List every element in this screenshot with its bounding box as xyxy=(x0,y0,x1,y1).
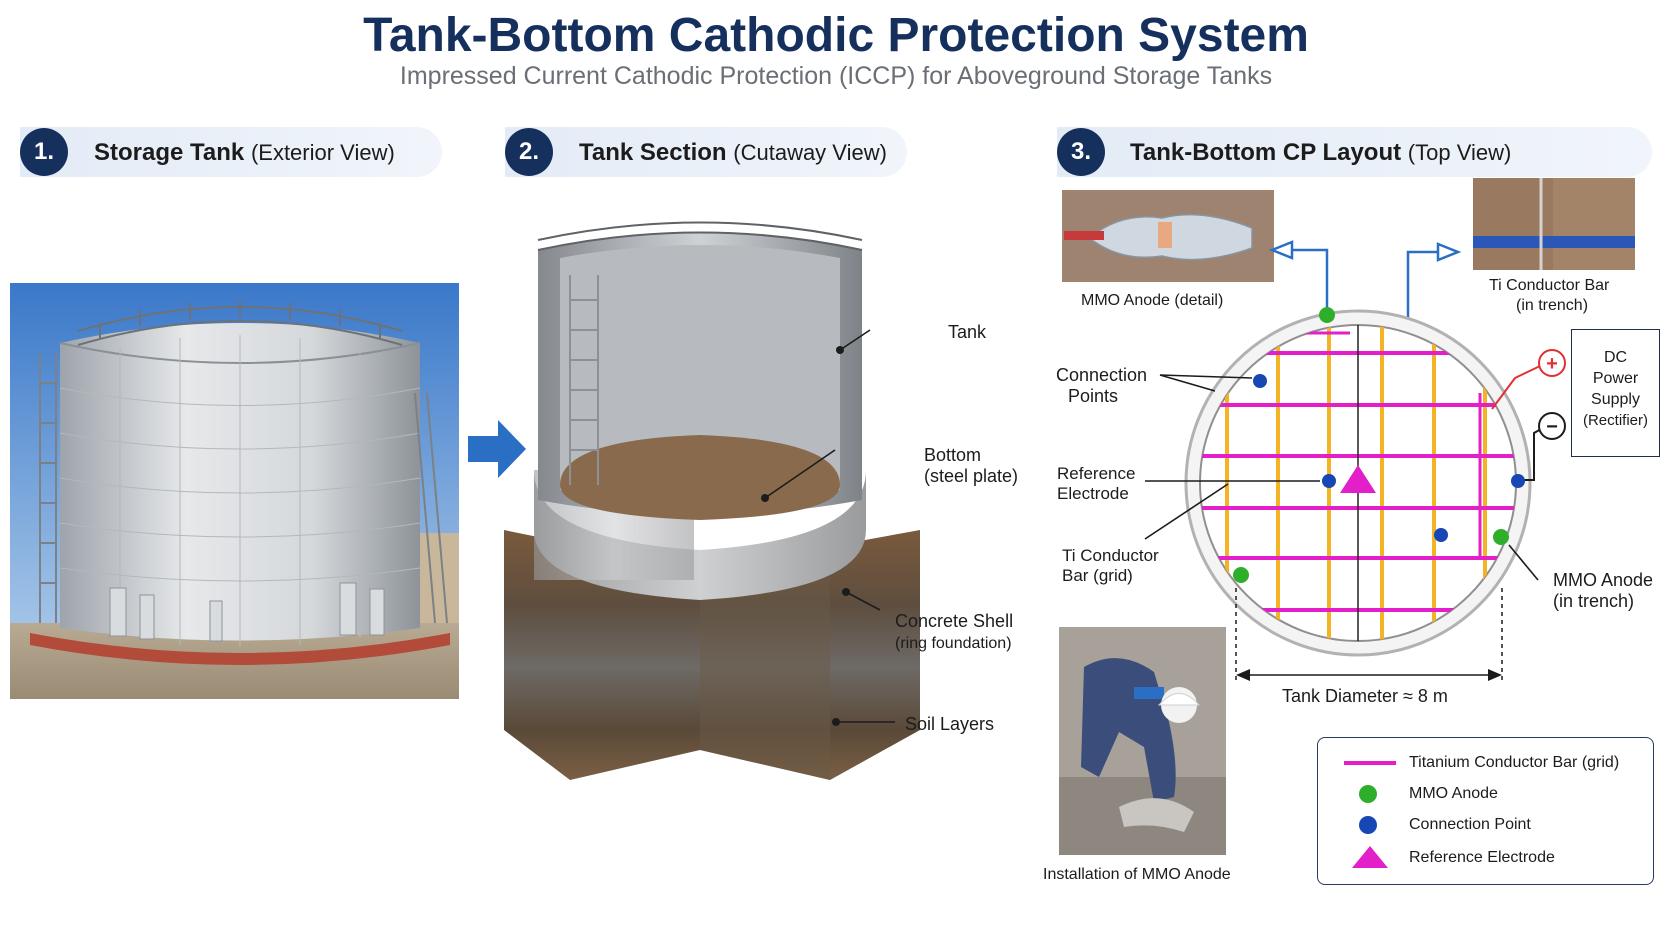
label-installation: Installation of MMO Anode xyxy=(1043,866,1231,883)
legend-label: Connection Point xyxy=(1409,816,1531,833)
label-connection-points-2: Points xyxy=(1068,386,1119,406)
callout-dots xyxy=(761,346,850,726)
dc-label-4: (Rectifier) xyxy=(1582,412,1648,429)
legend-label: Reference Electrode xyxy=(1409,849,1555,866)
diameter-dimension xyxy=(1235,588,1503,683)
panel-header-cutaway: 2. Tank Section (Cutaway View) xyxy=(505,127,907,177)
label-mmo-anode-detail: MMO Anode (detail) xyxy=(1081,292,1224,309)
ti-conductor-bar-image xyxy=(1473,178,1635,270)
label-ti-grid-2: Bar (grid) xyxy=(1062,566,1133,585)
reference-electrode-icon xyxy=(1340,465,1376,493)
panel-title: Tank Section (Cutaway View) xyxy=(579,139,887,166)
leader-lines xyxy=(1144,374,1539,581)
legend-item-reference-electrode: Reference Electrode xyxy=(1318,844,1653,872)
dc-label-3: Supply xyxy=(1591,391,1640,408)
label-soil-layers: Soil Layers xyxy=(905,714,995,734)
steel-bottom-plate xyxy=(560,435,840,520)
label-bottom: Bottom xyxy=(924,445,982,465)
positive-terminal-icon xyxy=(1538,349,1566,377)
negative-terminal-symbol: − xyxy=(1546,416,1558,438)
label-tank: Tank xyxy=(948,322,987,342)
shell-seams xyxy=(59,335,421,647)
legend-item-conductor: Titanium Conductor Bar (grid) xyxy=(1318,749,1653,777)
tank-cutaway-image xyxy=(504,221,920,780)
soil-block xyxy=(504,530,920,780)
connection-point-icon xyxy=(1359,816,1377,834)
dc-label-2: Power xyxy=(1592,370,1639,387)
positive-terminal-symbol: + xyxy=(1546,353,1558,375)
cp-layout-top-view-diagram: + − xyxy=(1144,240,1566,683)
page-subtitle: Impressed Current Cathodic Protection (I… xyxy=(399,62,1273,90)
pipework xyxy=(109,582,385,642)
legend-label: Titanium Conductor Bar (grid) xyxy=(1409,754,1620,771)
label-tank-diameter: Tank Diameter ≈ 8 m xyxy=(1282,686,1448,706)
label-connection-points: Connection xyxy=(1056,365,1148,385)
label-reference-electrode: Reference xyxy=(1057,464,1136,483)
legend: Titanium Conductor Bar (grid) MMO Anode … xyxy=(1317,737,1654,885)
label-ti-conductor-bar-detail: (in trench) xyxy=(1516,297,1589,314)
mmo-anode-icon xyxy=(1359,785,1377,803)
panel-header-exterior: 1. Storage Tank (Exterior View) xyxy=(20,127,442,177)
panel-title: Tank-Bottom CP Layout (Top View) xyxy=(1130,139,1512,166)
negative-lead xyxy=(1516,427,1544,481)
label-concrete-shell-detail: (ring foundation) xyxy=(895,635,1012,652)
label-bottom-detail: (steel plate) xyxy=(924,466,1019,486)
roof-railing xyxy=(77,301,403,346)
panel-header-top-view: 3. Tank-Bottom CP Layout (Top View) xyxy=(1057,127,1652,177)
connection-points xyxy=(1253,374,1525,542)
reference-electrode-legend-icon xyxy=(1352,846,1388,868)
panel-number: 3. xyxy=(1057,128,1105,176)
stair-ladder xyxy=(39,353,448,624)
label-mmo-anode-trench-2: (in trench) xyxy=(1553,591,1635,611)
label-ti-conductor-bar: Ti Conductor Bar xyxy=(1489,277,1610,294)
label-mmo-anode-trench: MMO Anode xyxy=(1553,570,1654,590)
cutaway-ladder xyxy=(569,275,599,485)
label-reference-electrode-2: Electrode xyxy=(1057,484,1129,503)
dc-label-1: DC xyxy=(1603,349,1628,366)
page-title: Tank-Bottom Cathodic Protection System xyxy=(363,9,1309,62)
label-ti-grid: Ti Conductor xyxy=(1062,546,1159,565)
flow-arrow-icon xyxy=(468,420,526,478)
callout-lines xyxy=(764,329,895,723)
positive-lead xyxy=(1491,365,1541,410)
conductor-line-icon xyxy=(1344,761,1396,765)
panel-title: Storage Tank (Exterior View) xyxy=(94,139,395,166)
legend-label: MMO Anode xyxy=(1409,785,1498,802)
storage-tank-exterior-image xyxy=(10,283,459,699)
negative-terminal-icon xyxy=(1538,412,1566,440)
cutaway-railing xyxy=(537,221,863,251)
mmo-anode-detail-image xyxy=(1062,190,1274,282)
detail-arrows xyxy=(1268,240,1462,350)
mmo-anodes xyxy=(1233,307,1509,583)
installation-photo-image xyxy=(1059,627,1226,855)
legend-item-connection-point: Connection Point xyxy=(1318,811,1653,839)
label-concrete-shell: Concrete Shell xyxy=(895,611,1014,631)
legend-item-mmo-anode: MMO Anode xyxy=(1318,780,1653,808)
panel-number: 1. xyxy=(20,128,68,176)
dc-power-supply-box: DC Power Supply (Rectifier) xyxy=(1571,329,1660,457)
panel-number: 2. xyxy=(505,128,553,176)
